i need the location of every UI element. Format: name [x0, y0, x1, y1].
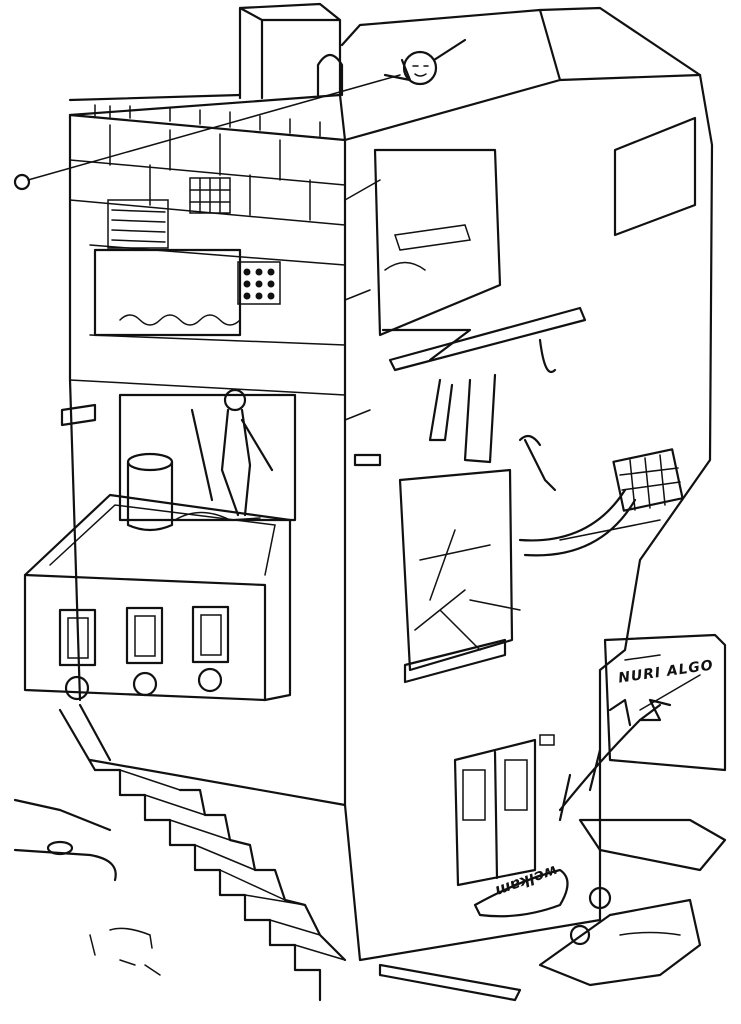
roof: [68, 6, 702, 142]
shop-sign: [603, 633, 727, 772]
clothesline: [353, 306, 587, 492]
person-waving: [383, 38, 467, 86]
chimney: [238, 2, 344, 100]
right-wall: [344, 73, 714, 762]
doormat: [473, 868, 569, 918]
left-wall: [60, 113, 347, 807]
ground-floor: [343, 698, 727, 962]
stairs: [58, 703, 347, 1002]
ground-details: [13, 798, 702, 1002]
balcony: [23, 493, 292, 702]
man-with-shovel: [126, 388, 274, 532]
ball: [13, 173, 31, 191]
